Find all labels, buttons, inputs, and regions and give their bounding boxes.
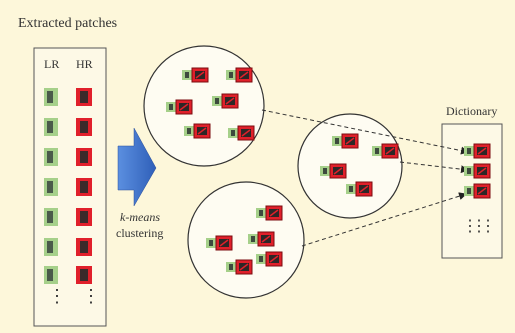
- dictionary-ellipsis-right: ⋮: [480, 218, 496, 235]
- dictionary-ellipsis-middle: ⋮: [471, 218, 487, 235]
- patch-detail: [185, 72, 189, 78]
- patch-texture: [195, 71, 205, 79]
- patch-texture: [345, 137, 355, 145]
- patch-texture: [477, 167, 487, 175]
- hr-patch-detail: [80, 211, 88, 223]
- dictionary-ellipsis-left: ⋮: [462, 218, 478, 235]
- patch-texture: [239, 71, 249, 79]
- patch-texture: [269, 255, 279, 263]
- patch-detail: [169, 104, 173, 110]
- patch-texture: [241, 129, 251, 137]
- connector-bottom: [301, 192, 467, 247]
- patch-texture: [333, 167, 343, 175]
- dictionary-label: Dictionary: [446, 104, 498, 118]
- patch-texture: [239, 263, 249, 271]
- patch-texture: [269, 209, 279, 217]
- patch-texture: [197, 127, 207, 135]
- patch-texture: [179, 103, 189, 111]
- title-label: Extracted patches: [18, 16, 118, 31]
- patch-texture: [261, 235, 271, 243]
- hr-patch-detail: [80, 269, 88, 281]
- patch-detail: [229, 264, 233, 270]
- kmeans-arrow: [117, 127, 157, 207]
- patch-texture: [359, 185, 369, 193]
- connector-middle: [399, 161, 469, 174]
- method-label-line1: k-means: [120, 210, 160, 224]
- connector-top: [261, 109, 469, 155]
- hr-ellipsis: ⋮: [82, 286, 100, 306]
- method-label-line2: clustering: [116, 226, 164, 240]
- hr-column-label: HR: [76, 57, 93, 71]
- hr-patch-detail: [80, 241, 88, 253]
- hr-patch-detail: [80, 151, 88, 163]
- lr-patch-detail: [47, 211, 53, 223]
- patch-texture: [477, 147, 487, 155]
- patch-detail: [335, 138, 339, 144]
- patch-layer: [44, 67, 491, 284]
- lr-patch-detail: [47, 121, 53, 133]
- lr-patch-detail: [47, 269, 53, 281]
- patch-detail: [251, 236, 255, 242]
- patch-detail: [231, 130, 235, 136]
- lr-ellipsis: ⋮: [48, 286, 66, 306]
- patch-texture: [225, 97, 235, 105]
- patch-texture: [477, 187, 487, 195]
- patch-texture: [385, 147, 395, 155]
- lr-patch-detail: [47, 91, 53, 103]
- patch-detail: [467, 168, 471, 174]
- lr-patch-detail: [47, 151, 53, 163]
- patch-detail: [375, 148, 379, 154]
- patch-texture: [219, 239, 229, 247]
- patch-detail: [187, 128, 191, 134]
- hr-patch-detail: [80, 91, 88, 103]
- patch-detail: [349, 186, 353, 192]
- patch-detail: [259, 210, 263, 216]
- lr-column-label: LR: [44, 57, 60, 71]
- patch-detail: [259, 256, 263, 262]
- cluster-circle-middle: [297, 113, 403, 219]
- patch-detail: [467, 188, 471, 194]
- patch-detail: [209, 240, 213, 246]
- cluster-circle-top: [143, 45, 265, 167]
- lr-patch-detail: [47, 181, 53, 193]
- patch-detail: [229, 72, 233, 78]
- patch-detail: [215, 98, 219, 104]
- hr-patch-detail: [80, 121, 88, 133]
- cluster-circle-bottom: [187, 181, 305, 299]
- hr-patch-detail: [80, 181, 88, 193]
- patch-detail: [323, 168, 327, 174]
- patch-detail: [467, 148, 471, 154]
- lr-patch-detail: [47, 241, 53, 253]
